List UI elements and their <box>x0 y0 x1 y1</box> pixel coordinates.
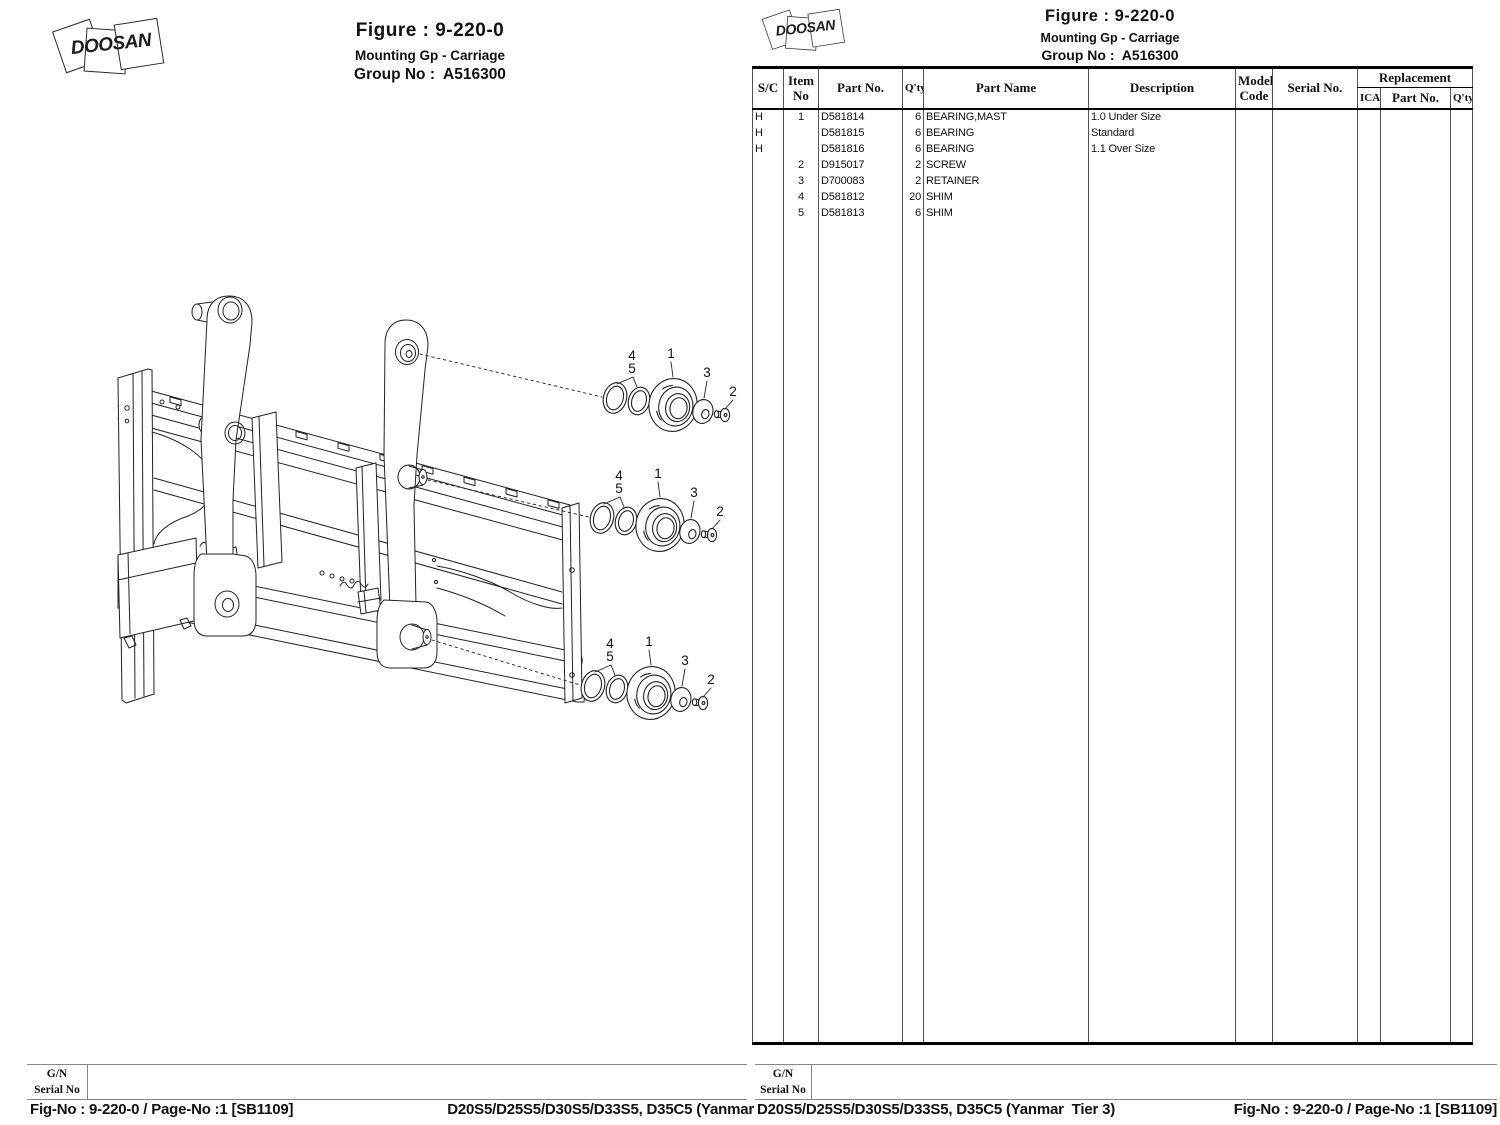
table-filler-row <box>752 222 1473 1044</box>
exploded-diagram: 4 5 1 3 2 4 5 1 3 2 4 5 1 3 <box>117 295 737 724</box>
right-page: DOOSAN Figure : 9-220-0 Mounting Gp - Ca… <box>750 0 1500 1125</box>
table-row: 4 D581812 20 SHIM <box>752 190 1473 206</box>
callout-label: 1 <box>667 346 675 361</box>
bearing-cluster-top: 4 5 1 3 2 <box>599 346 737 436</box>
left-page: DOOSAN Figure : 9-220-0 Mounting Gp - Ca… <box>27 17 754 1118</box>
fig-no-footer: Fig-No : 9-220-0 / Page-No :1 [SB1109] <box>1233 1101 1498 1118</box>
table-row: 3 D700083 2 RETAINER <box>752 174 1473 190</box>
figure-subtitle: Mounting Gp - Carriage <box>1040 31 1180 45</box>
table-row: H 1 D581814 6 BEARING,MAST 1.0 Under Siz… <box>752 109 1473 126</box>
col-header-part-name: Part Name <box>923 67 1089 110</box>
table-row: 2 D915017 2 SCREW <box>752 158 1473 174</box>
callout-label: 3 <box>690 485 698 500</box>
callout-label: 5 <box>606 649 614 664</box>
callout-label: 2 <box>716 504 724 519</box>
group-no: Group No : A516300 <box>1041 47 1179 63</box>
col-header-repl-part-no: Part No. <box>1380 87 1451 110</box>
figure-title-block: Figure : 9-220-0 Mounting Gp - Carriage … <box>130 20 730 84</box>
figure-subtitle: Mounting Gp - Carriage <box>355 48 505 63</box>
fig-no-footer: Fig-No : 9-220-0 / Page-No :1 [SB1109] <box>30 1101 294 1118</box>
figure-title: Figure : 9-220-0 <box>355 20 505 41</box>
models-footer: D20S5/D25S5/D30S5/D33S5, D35C5 (Yanmar T… <box>757 1101 1116 1118</box>
col-header-description: Description <box>1088 67 1236 110</box>
callout-label: 1 <box>654 466 662 481</box>
callout-label: 5 <box>615 481 623 496</box>
bearing-cluster-middle: 4 5 1 3 2 <box>586 466 724 556</box>
serial-box-label: G/N Serial No <box>755 1065 812 1099</box>
serial-box: G/N Serial No <box>27 1064 747 1100</box>
callout-label: 3 <box>703 365 711 380</box>
callout-label: 4 <box>606 636 614 651</box>
callout-label: 5 <box>628 361 636 376</box>
table-row: H D581816 6 BEARING 1.1 Over Size <box>752 142 1473 158</box>
callout-label: 3 <box>681 653 689 668</box>
table-row: 5 D581813 6 SHIM <box>752 206 1473 222</box>
callout-label: 4 <box>628 348 636 363</box>
callout-label: 2 <box>729 384 737 399</box>
col-header-serial-no: Serial No. <box>1272 67 1358 110</box>
models-footer: D20S5/D25S5/D30S5/D33S5, D35C5 (Yanmar <box>447 1101 754 1118</box>
serial-box-label: G/N Serial No <box>27 1065 88 1099</box>
bearing-cluster-bottom: 4 5 1 3 2 <box>577 634 715 724</box>
figure-title-block: Figure : 9-220-0 Mounting Gp - Carriage … <box>810 7 1410 63</box>
col-header-qty: Q'ty <box>902 67 924 110</box>
table-row: H D581815 6 BEARING Standard <box>752 126 1473 142</box>
col-header-part-no: Part No. <box>818 67 903 110</box>
callout-label: 2 <box>707 672 715 687</box>
col-header-ica: ICA <box>1357 87 1381 110</box>
col-header-replacement: Replacement <box>1357 67 1473 88</box>
col-header-sc: S/C <box>752 67 784 110</box>
figure-title: Figure : 9-220-0 <box>1045 7 1175 25</box>
callout-label: 4 <box>615 468 623 483</box>
serial-box: G/N Serial No <box>755 1064 1497 1100</box>
group-no: Group No : A516300 <box>354 66 506 83</box>
col-header-repl-qty: Q'ty <box>1450 87 1473 110</box>
callout-label: 1 <box>645 634 653 649</box>
